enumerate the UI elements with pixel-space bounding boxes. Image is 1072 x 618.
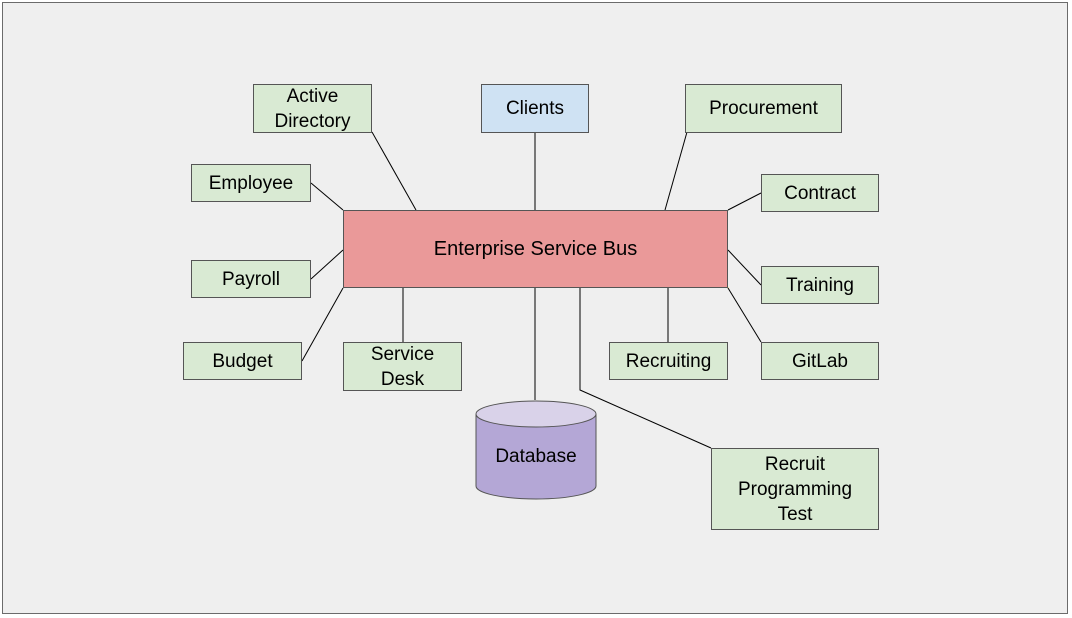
gitlab-node[interactable]: GitLab xyxy=(761,342,879,380)
edge-budget xyxy=(301,287,344,362)
contract-node[interactable]: Contract xyxy=(761,174,879,212)
active-directory-node[interactable]: Active Directory xyxy=(253,84,372,133)
recruit-programming-test-node[interactable]: Recruit Programming Test xyxy=(711,448,879,530)
training-node[interactable]: Training xyxy=(761,266,879,304)
procurement-node[interactable]: Procurement xyxy=(685,84,842,133)
edge-recruit-programming-test xyxy=(579,278,712,449)
budget-node[interactable]: Budget xyxy=(183,342,302,380)
edge-active-directory xyxy=(371,131,417,211)
enterprise-service-bus[interactable]: Enterprise Service Bus xyxy=(343,210,728,288)
edge-payroll xyxy=(310,249,344,280)
payroll-node[interactable]: Payroll xyxy=(191,260,311,298)
service-desk-node[interactable]: Service Desk xyxy=(343,342,462,391)
recruiting-node[interactable]: Recruiting xyxy=(609,342,728,380)
edge-gitlab xyxy=(727,287,762,343)
edge-contract xyxy=(727,192,762,211)
database-label[interactable]: Database xyxy=(495,446,577,467)
edge-training xyxy=(727,249,762,286)
edge-procurement xyxy=(664,131,688,211)
edge-employee xyxy=(310,182,344,211)
database-cylinder-icon xyxy=(475,400,597,500)
employee-node[interactable]: Employee xyxy=(191,164,311,202)
clients-node[interactable]: Clients xyxy=(481,84,589,133)
